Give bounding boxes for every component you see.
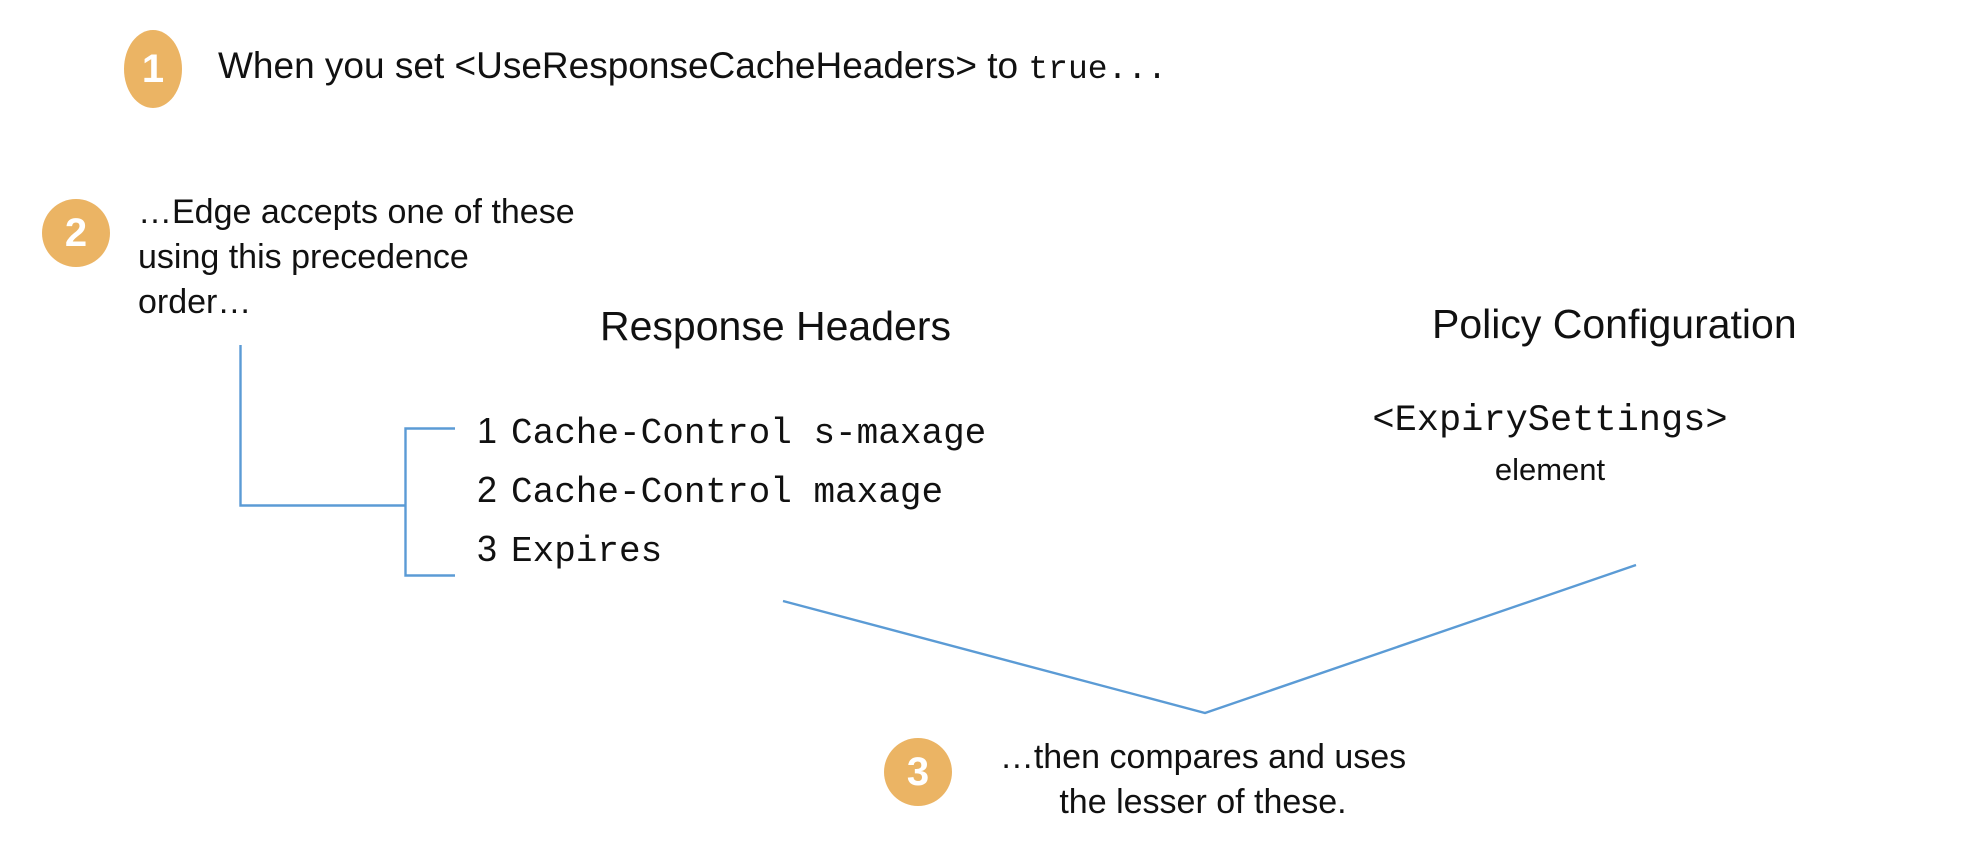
step-1-text-mono: true... [1028,51,1167,88]
precedence-header-name: Cache-Control s-maxage [511,413,987,454]
step-3-line-1: …then compares and uses [999,738,1407,776]
precedence-header-name: Cache-Control maxage [511,472,944,513]
precedence-rank: 2 [477,469,498,510]
step-badge-2-number: 2 [64,211,88,255]
step-1-text: When you set <UseResponseCacheHeaders> t… [218,45,1167,88]
step-2-text: …Edge accepts one of these using this pr… [138,190,638,326]
step-2-line-1: …Edge accepts one of these [138,193,575,231]
step-badge-1-number: 1 [141,47,165,91]
step-1-text-plain: When you set <UseResponseCacheHeaders> t… [218,45,1029,86]
step-badge-3-number: 3 [906,750,930,794]
precedence-list: 1 Cache-Control s-maxage 2 Cache-Control… [477,410,1097,587]
precedence-list-bracket [404,427,455,577]
expiry-settings-element-name: <ExpirySettings> [1372,400,1728,442]
policy-configuration-heading: Policy Configuration [1432,301,1797,347]
precedence-rank: 3 [477,528,498,569]
step-badge-2: 2 [42,199,110,267]
precedence-header-name: Expires [511,531,663,572]
step-badge-3: 3 [884,738,952,806]
expiry-settings-element-label: element [1494,452,1606,487]
step-3-text: …then compares and uses the lesser of th… [968,735,1438,825]
step-badge-1: 1 [124,30,182,108]
precedence-list-item: 2 Cache-Control maxage [477,469,1097,528]
precedence-list-item: 3 Expires [477,528,1097,587]
step2-bracket-connector [239,345,406,507]
comparison-v-connector [782,563,1637,715]
step-2-line-3: order… [138,283,252,322]
precedence-rank: 1 [477,410,498,451]
step-2-line-2: using this precedence [138,238,469,277]
policy-configuration-block: <ExpirySettings> element [1340,400,1760,488]
response-headers-heading: Response Headers [600,303,951,349]
precedence-list-item: 1 Cache-Control s-maxage [477,410,1097,469]
step-3-line-2: the lesser of these. [1059,782,1347,821]
